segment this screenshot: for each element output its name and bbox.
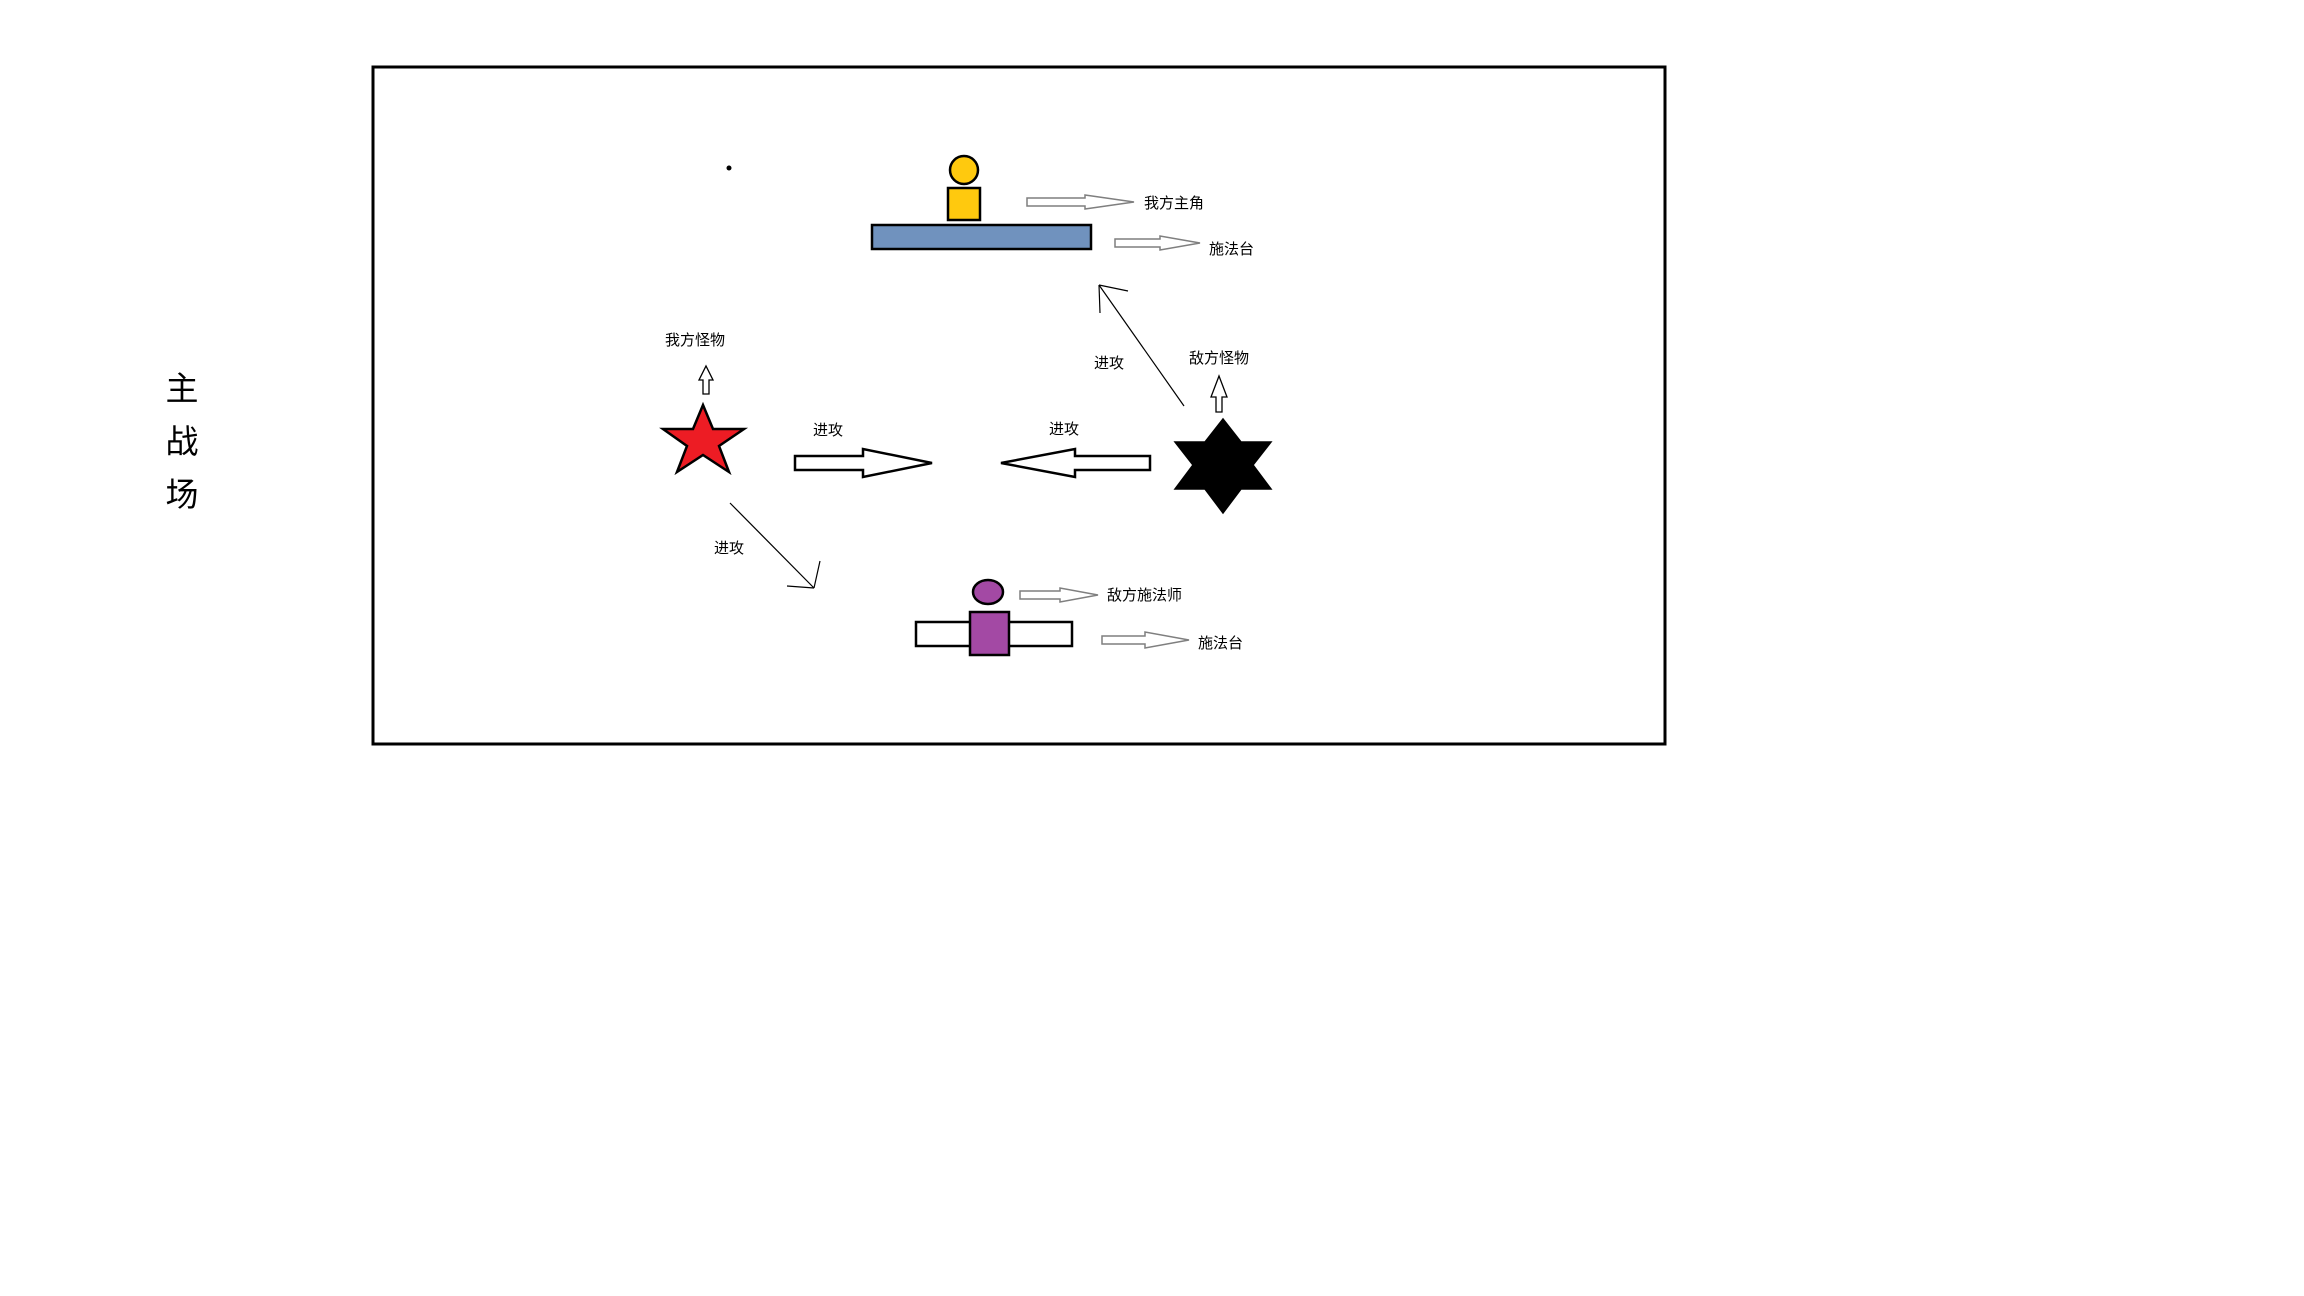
attack-down-label: 进攻 xyxy=(714,539,744,557)
enemy-monster-label: 敌方怪物 xyxy=(1189,349,1249,367)
enemy-platform-label: 施法台 xyxy=(1198,634,1243,652)
enemy-platform-pointer-arrow xyxy=(1101,631,1190,649)
attack-up-arrow xyxy=(1098,284,1185,407)
enemy-caster-label: 敌方施法师 xyxy=(1107,586,1182,604)
hero-head xyxy=(948,154,980,186)
enemy-caster-head xyxy=(971,578,1005,606)
enemy-monster-star-icon xyxy=(1173,417,1273,515)
hero-platform-pointer-arrow xyxy=(1114,235,1201,251)
enemy-caster-pointer-arrow xyxy=(1019,587,1099,603)
attack-right-arrow xyxy=(793,447,933,479)
ally-monster-pointer-arrow xyxy=(697,364,715,395)
side-title-main-battlefield: 主 战 场 xyxy=(165,369,199,514)
hero-platform xyxy=(870,223,1093,251)
hero-label: 我方主角 xyxy=(1144,194,1204,212)
attack-left-label: 进攻 xyxy=(1049,420,1079,438)
attack-up-label: 进攻 xyxy=(1094,354,1124,372)
attack-left-arrow xyxy=(1000,447,1152,479)
ally-monster-label: 我方怪物 xyxy=(665,331,725,349)
attack-down-arrow xyxy=(729,502,821,589)
attack-right-label: 进攻 xyxy=(813,421,843,439)
hero-platform-label: 施法台 xyxy=(1209,240,1254,258)
hero-group xyxy=(870,154,1093,251)
enemy-monster-pointer-arrow xyxy=(1210,374,1228,413)
hero-pointer-arrow xyxy=(1026,194,1135,210)
ally-monster-star-icon xyxy=(659,401,749,476)
enemy-caster-group xyxy=(914,578,1074,657)
stray-dot xyxy=(726,165,732,171)
enemy-caster-body xyxy=(968,610,1011,657)
hero-body xyxy=(946,186,982,222)
